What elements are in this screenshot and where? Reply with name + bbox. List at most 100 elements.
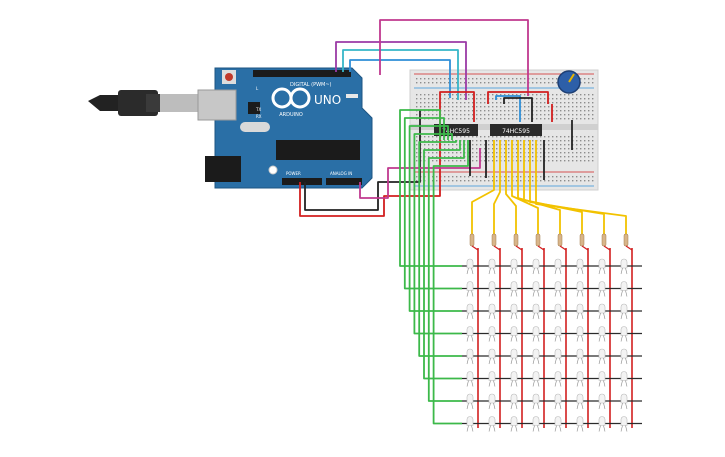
led (620, 348, 628, 359)
breadboard-hole (464, 78, 466, 80)
breadboard-hole (444, 114, 446, 116)
breadboard-hole (516, 78, 518, 80)
breadboard-hole (488, 140, 490, 142)
reset-button-cap[interactable] (225, 73, 233, 81)
led-leg (576, 402, 579, 410)
breadboard-hole (584, 94, 586, 96)
breadboard-hole (588, 160, 590, 162)
breadboard-hole (592, 180, 594, 182)
breadboard-hole (460, 156, 462, 158)
breadboard-hole (492, 136, 494, 138)
resistor (491, 233, 497, 247)
breadboard-hole (492, 156, 494, 158)
breadboard-hole (436, 180, 438, 182)
breadboard-hole (444, 180, 446, 182)
resistor (513, 233, 519, 247)
breadboard-hole (476, 180, 478, 182)
breadboard-hole (548, 180, 550, 182)
breadboard-hole (476, 110, 478, 112)
breadboard-hole (520, 176, 522, 178)
breadboard-hole (544, 98, 546, 100)
breadboard-hole (580, 118, 582, 120)
breadboard-hole (560, 102, 562, 104)
breadboard-hole (556, 78, 558, 80)
breadboard-hole (496, 156, 498, 158)
breadboard-hole (560, 144, 562, 146)
led-leg (493, 267, 496, 275)
breadboard-hole (416, 106, 418, 108)
breadboard-hole (548, 144, 550, 146)
led-leg (532, 312, 535, 320)
breadboard-hole (492, 82, 494, 84)
breadboard-hole (576, 176, 578, 178)
breadboard-hole (472, 148, 474, 150)
led (510, 393, 518, 404)
breadboard-hole (568, 106, 570, 108)
breadboard-hole (592, 78, 594, 80)
led (488, 281, 496, 291)
led-leg (576, 312, 579, 320)
breadboard-hole (568, 180, 570, 182)
potentiometer[interactable] (557, 70, 581, 94)
breadboard-hole (464, 160, 466, 162)
led-leg (620, 425, 623, 432)
led (598, 371, 606, 381)
breadboard-hole (588, 94, 590, 96)
breadboard-hole (516, 160, 518, 162)
breadboard-hole (536, 94, 538, 96)
breadboard-hole (460, 106, 462, 108)
led-leg (581, 290, 584, 297)
breadboard-hole (516, 110, 518, 112)
breadboard-hole (452, 148, 454, 150)
potentiometer-indicator (568, 73, 575, 83)
led-leg (488, 335, 491, 342)
led-leg (471, 402, 474, 410)
breadboard-hole (452, 102, 454, 104)
breadboard-hole (492, 152, 494, 154)
breadboard-hole (444, 144, 446, 146)
breadboard-hole (532, 140, 534, 142)
wire-red-chip1 (439, 91, 475, 122)
breadboard-hole (576, 180, 578, 182)
led (532, 416, 540, 426)
breadboard-hole (468, 136, 470, 138)
breadboard-hole (588, 136, 590, 138)
breadboard-hole (520, 156, 522, 158)
breadboard-hole (432, 94, 434, 96)
breadboard-hole (512, 136, 514, 138)
breadboard-hole (468, 114, 470, 116)
led-leg (603, 402, 606, 410)
arduino-brand: ARDUINO (279, 112, 303, 118)
led-leg (598, 425, 601, 432)
led-leg (559, 380, 562, 387)
breadboard-hole (548, 82, 550, 84)
breadboard-hole (432, 160, 434, 162)
breadboard-hole (572, 160, 574, 162)
breadboard-hole (508, 102, 510, 104)
breadboard-hole (444, 176, 446, 178)
breadboard-hole (484, 176, 486, 178)
breadboard-hole (484, 118, 486, 120)
breadboard-hole (584, 110, 586, 112)
breadboard-hole (420, 82, 422, 84)
breadboard-hole (452, 118, 454, 120)
breadboard-hole (512, 102, 514, 104)
breadboard-hole (480, 98, 482, 100)
breadboard-hole (456, 176, 458, 178)
breadboard-hole (556, 94, 558, 96)
breadboard-hole (548, 160, 550, 162)
breadboard-hole (556, 136, 558, 138)
breadboard-hole (592, 82, 594, 84)
led (554, 326, 562, 336)
breadboard-hole (504, 148, 506, 150)
resistor (535, 233, 541, 247)
breadboard-hole (496, 140, 498, 142)
led (576, 326, 584, 336)
breadboard-hole (476, 144, 478, 146)
breadboard-hole (552, 180, 554, 182)
led-leg (510, 312, 513, 320)
breadboard-hole (516, 106, 518, 108)
breadboard-hole (520, 144, 522, 146)
breadboard-hole (564, 144, 566, 146)
led-leg (493, 312, 496, 320)
